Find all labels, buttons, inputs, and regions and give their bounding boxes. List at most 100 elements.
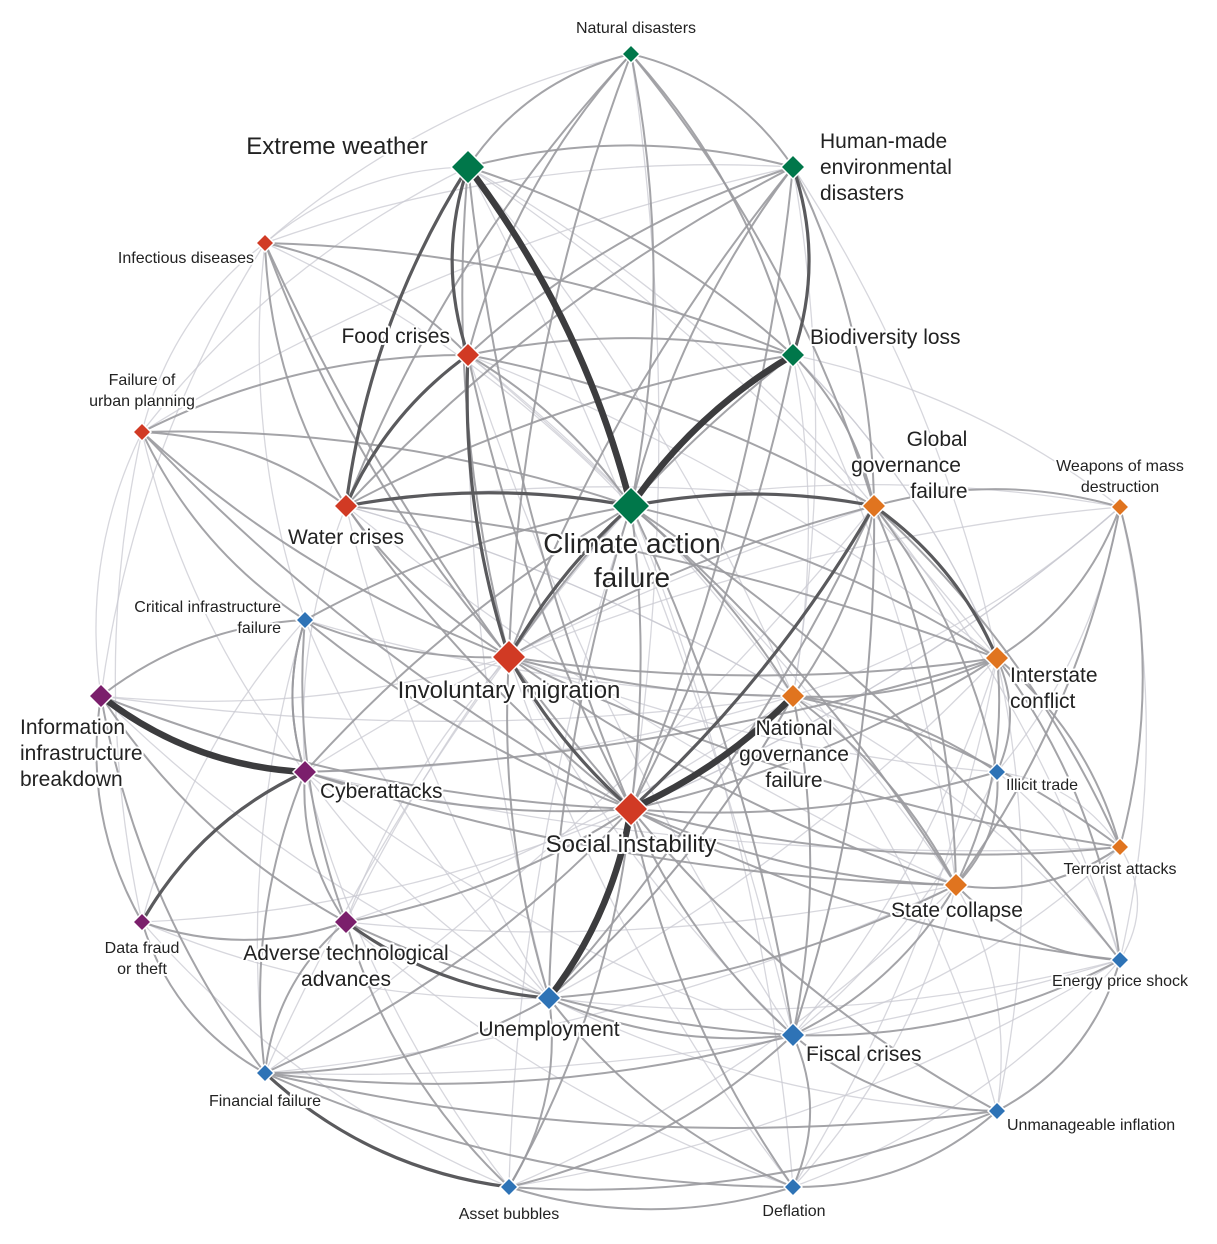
node-natural-disasters[interactable] xyxy=(620,43,642,65)
edge-climate-action-to-state-collapse xyxy=(630,505,957,886)
edge-energy-price-shock-to-wmd xyxy=(1119,506,1147,961)
edge-adverse-tech-to-unemployment xyxy=(344,920,551,1000)
node-urban-planning[interactable] xyxy=(131,421,153,443)
edge-interstate-conflict-to-biodiversity-loss xyxy=(792,354,998,659)
node-financial-failure[interactable] xyxy=(254,1062,276,1084)
node-interstate-conflict[interactable] xyxy=(983,644,1011,672)
edge-interstate-conflict-to-unemployment xyxy=(548,657,998,999)
edge-unemployment-to-fiscal-crises xyxy=(548,997,794,1040)
label-line: urban planning xyxy=(89,393,195,410)
node-social-instability[interactable] xyxy=(612,790,650,828)
node-deflation[interactable] xyxy=(782,1176,804,1198)
label-line: Extreme weather xyxy=(246,133,427,160)
edge-interstate-conflict-to-terrorist-attacks xyxy=(996,657,1121,848)
edge-deflation-to-unmanageable-inflation xyxy=(792,1110,998,1189)
edge-critical-infrastructure-to-information-breakdown xyxy=(100,619,306,697)
edge-water-crises-to-climate-action xyxy=(344,491,633,508)
edge-extreme-weather-to-food-crises xyxy=(450,165,470,357)
label-line: Interstate xyxy=(1010,664,1098,687)
node-extreme-weather[interactable] xyxy=(449,148,487,186)
edge-critical-infrastructure-to-cyberattacks xyxy=(291,619,306,773)
node-human-made[interactable] xyxy=(779,153,807,181)
edge-interstate-conflict-to-energy-price-shock xyxy=(996,657,1121,961)
node-illicit-trade[interactable] xyxy=(986,761,1008,783)
edge-infectious-diseases-to-critical-infrastructure xyxy=(258,242,306,621)
label-line: Climate action xyxy=(543,528,720,559)
edge-urban-planning-to-water-crises xyxy=(141,431,347,507)
edge-national-governance-to-interstate-conflict xyxy=(792,657,998,698)
edge-information-breakdown-to-adverse-tech xyxy=(100,695,347,923)
edge-natural-disasters-to-water-crises xyxy=(345,53,632,507)
node-water-crises[interactable] xyxy=(332,492,360,520)
node-information-breakdown[interactable] xyxy=(87,682,115,710)
edge-state-collapse-to-unemployment xyxy=(548,884,957,999)
edge-infectious-diseases-to-water-crises xyxy=(264,242,347,507)
label-line: State collapse xyxy=(891,899,1023,922)
edge-unmanageable-inflation-to-state-collapse xyxy=(955,884,1002,1112)
edge-data-fraud-to-adverse-tech xyxy=(141,921,347,941)
node-national-governance[interactable] xyxy=(779,682,807,710)
edge-global-governance-to-interstate-conflict xyxy=(872,504,999,660)
edge-extreme-weather-to-natural-disasters xyxy=(467,53,632,168)
edge-climate-action-to-fiscal-crises xyxy=(630,505,794,1036)
edge-asset-bubbles-to-state-collapse xyxy=(508,884,957,1188)
edge-global-governance-to-illicit-trade xyxy=(873,505,998,773)
node-asset-bubbles[interactable] xyxy=(498,1176,520,1198)
edge-deflation-to-energy-price-shock xyxy=(792,959,1121,1188)
edge-unemployment-to-financial-failure xyxy=(264,997,550,1075)
edge-national-governance-to-fiscal-crises xyxy=(792,695,812,1036)
node-critical-infrastructure[interactable] xyxy=(294,609,316,631)
node-cyberattacks[interactable] xyxy=(291,758,319,786)
node-unmanageable-inflation[interactable] xyxy=(986,1100,1008,1122)
node-unemployment[interactable] xyxy=(535,984,563,1012)
node-terrorist-attacks[interactable] xyxy=(1109,836,1131,858)
node-biodiversity-loss[interactable] xyxy=(779,341,807,369)
edge-cyberattacks-to-interstate-conflict xyxy=(304,657,998,773)
edge-adverse-tech-to-asset-bubbles xyxy=(345,921,510,1188)
label-biodiversity-loss: Biodiversity loss xyxy=(810,326,961,349)
label-line: conflict xyxy=(1010,690,1076,713)
edge-state-collapse-to-illicit-trade xyxy=(955,771,999,886)
node-infectious-diseases[interactable] xyxy=(254,232,276,254)
edge-cyberattacks-to-financial-failure xyxy=(259,771,306,1074)
label-line: failure xyxy=(594,562,670,593)
node-wmd[interactable] xyxy=(1109,496,1131,518)
edge-state-collapse-to-fiscal-crises xyxy=(792,884,957,1036)
node-state-collapse[interactable] xyxy=(942,871,970,899)
edge-adverse-tech-to-financial-failure xyxy=(264,921,347,1074)
label-line: Involuntary migration xyxy=(398,677,621,704)
node-data-fraud[interactable] xyxy=(131,911,153,933)
label-line: Weapons of mass xyxy=(1056,458,1184,475)
edge-extreme-weather-to-fiscal-crises xyxy=(467,166,794,1036)
node-food-crises[interactable] xyxy=(454,341,482,369)
edge-urban-planning-to-food-crises xyxy=(141,353,469,433)
node-energy-price-shock[interactable] xyxy=(1109,949,1131,971)
edge-extreme-weather-to-biodiversity-loss xyxy=(467,166,794,356)
edge-infectious-diseases-to-urban-planning xyxy=(141,242,266,433)
node-involuntary-migration[interactable] xyxy=(490,638,528,676)
label-unemployment: Unemployment xyxy=(478,1018,619,1041)
edge-urban-planning-to-critical-infrastructure xyxy=(141,431,306,621)
edge-climate-action-to-energy-price-shock xyxy=(630,505,1121,961)
edge-social-instability-to-fiscal-crises xyxy=(630,808,794,1036)
edge-terrorist-attacks-to-illicit-trade xyxy=(996,771,1121,848)
edge-fiscal-crises-to-financial-failure xyxy=(264,1034,794,1085)
edge-critical-infrastructure-to-data-fraud xyxy=(141,619,306,923)
label-line: Unemployment xyxy=(478,1018,619,1041)
node-fiscal-crises[interactable] xyxy=(779,1021,807,1049)
node-global-governance[interactable] xyxy=(860,492,888,520)
edge-deflation-to-interstate-conflict xyxy=(792,657,998,1188)
edge-food-crises-to-state-collapse xyxy=(467,354,957,886)
node-adverse-tech[interactable] xyxy=(332,908,360,936)
edge-human-made-to-involuntary-migration xyxy=(508,166,794,658)
label-line: Unmanageable inflation xyxy=(1007,1117,1175,1134)
edge-urban-planning-to-involuntary-migration xyxy=(141,431,510,658)
node-climate-action[interactable] xyxy=(610,485,652,527)
edge-social-instability-to-asset-bubbles xyxy=(508,808,632,1188)
edge-adverse-tech-to-national-governance xyxy=(345,695,794,923)
